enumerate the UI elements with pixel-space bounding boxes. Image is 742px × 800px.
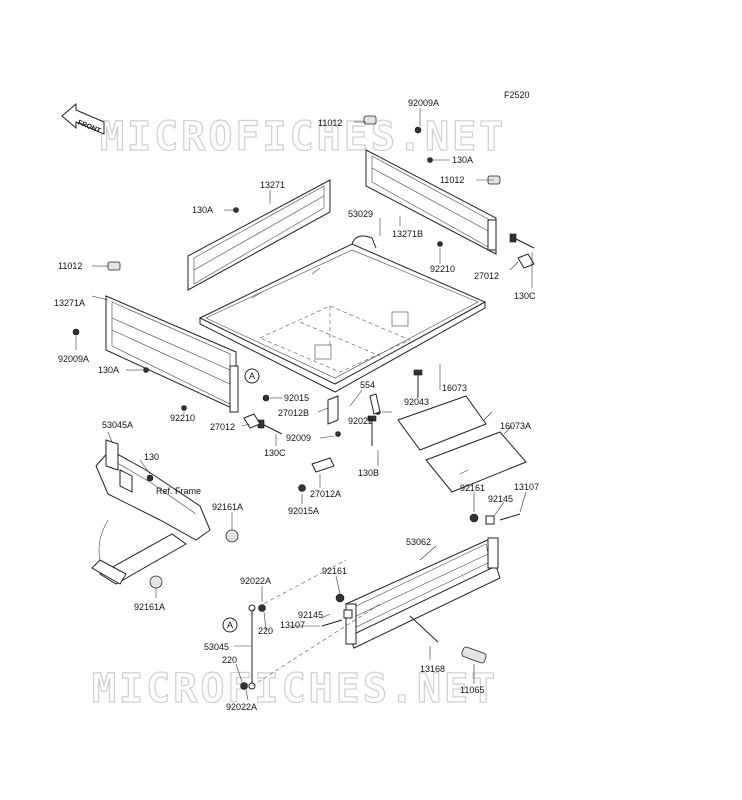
bolt-icon <box>146 474 154 482</box>
part-label: 27012A <box>310 489 341 499</box>
part-label: 13271B <box>392 229 423 239</box>
pin-icon <box>469 513 479 523</box>
nut-icon <box>437 241 443 247</box>
leader-lines <box>75 108 533 701</box>
part-label: 11012 <box>440 175 464 185</box>
part-label: 13271A <box>54 298 85 308</box>
part-label: 130C <box>514 291 536 301</box>
part-label: 92015A <box>288 506 319 516</box>
watermark-bottom: MICROFICHES.NET <box>92 666 498 712</box>
part-label: 13107 <box>280 620 305 630</box>
svg-text:A: A <box>249 371 255 381</box>
part-label: 554 <box>360 380 375 390</box>
part-label: 53045A <box>102 420 133 430</box>
bolt-icon <box>257 419 283 435</box>
part-label: 27012B <box>278 408 309 418</box>
side-panel-right <box>365 149 497 255</box>
bolt-icon <box>413 369 423 398</box>
bracket-icon <box>517 253 535 269</box>
part-label: 92009 <box>286 433 311 443</box>
part-label: 92022 <box>348 416 373 426</box>
cargo-bed-tray <box>198 235 487 393</box>
part-label: 92043 <box>404 397 429 407</box>
bolt-icon <box>427 157 433 163</box>
latch-rod <box>409 615 439 643</box>
handle-grip-icon <box>461 646 487 664</box>
bolt-icon <box>509 233 535 249</box>
diagram-code: F2520 <box>504 90 530 100</box>
part-label: 92015 <box>284 393 309 403</box>
part-label: 13107 <box>514 482 539 492</box>
part-label: 92210 <box>170 413 195 423</box>
part-label: 92009A <box>408 98 439 108</box>
nut-icon <box>414 126 422 134</box>
front-arrow-icon: FRONT <box>61 102 105 135</box>
hook-icon <box>369 393 381 415</box>
part-label: 130A <box>452 155 473 165</box>
bracket-icon <box>327 395 339 425</box>
part-label: 16073 <box>442 383 467 393</box>
part-label: 92161A <box>134 602 165 612</box>
part-label: 92009A <box>58 354 89 364</box>
part-label: 92161 <box>322 566 347 576</box>
rubber-cap-icon <box>225 529 239 543</box>
part-label: 130B <box>358 468 379 478</box>
part-label: 92210 <box>430 264 455 274</box>
part-label: 92022A <box>226 702 257 712</box>
bolt-icon <box>367 415 377 446</box>
bracket-icon <box>243 413 261 429</box>
nut-icon <box>181 405 187 411</box>
nut-icon <box>298 484 306 492</box>
frame-assembly <box>91 439 211 585</box>
part-label: 11012 <box>58 261 82 271</box>
part-label: 11065 <box>460 685 484 695</box>
bolt-icon <box>143 367 149 373</box>
part-label: 130 <box>144 452 159 462</box>
part-label: 53062 <box>406 537 431 547</box>
part-label: 130A <box>192 205 213 215</box>
part-label: 27012 <box>474 271 499 281</box>
watermark-top: MICROFICHES.NET <box>100 114 506 160</box>
part-label: 220 <box>258 626 273 636</box>
pin-icon <box>335 593 345 603</box>
ref-frame-label: Ref. Frame <box>156 486 201 496</box>
cap-icon <box>363 115 377 125</box>
part-label: 92161 <box>460 483 485 493</box>
part-label: 130C <box>264 448 286 458</box>
part-label: 220 <box>222 655 237 665</box>
part-label: 27012 <box>210 422 235 432</box>
callout-a-upper: A <box>244 368 260 384</box>
side-panel-left <box>105 295 239 413</box>
part-label: 92022A <box>240 576 271 586</box>
nut-icon <box>262 394 270 402</box>
bolt-icon <box>335 431 341 437</box>
part-label: 13168 <box>420 664 445 674</box>
part-label: 53045 <box>204 642 229 652</box>
bolt-icon <box>233 207 239 213</box>
part-label: 16073A <box>500 421 531 431</box>
part-label: 130A <box>98 365 119 375</box>
mat-16073 <box>397 395 487 451</box>
rubber-cap-icon <box>149 575 163 589</box>
nut-icon <box>72 328 80 336</box>
part-label: 92161A <box>212 502 243 512</box>
part-labels: 92009A 11012 130A 11012 13271 130A 53029… <box>54 98 539 712</box>
part-label: 53029 <box>348 209 373 219</box>
mat-16073A <box>425 431 527 493</box>
cap-icon <box>107 261 121 271</box>
part-label: 92145 <box>298 610 323 620</box>
part-label: 92145 <box>488 494 513 504</box>
front-panel <box>187 179 331 291</box>
tailgate <box>345 537 501 649</box>
svg-text:A: A <box>227 620 233 630</box>
part-label: 11012 <box>318 118 342 128</box>
callout-a-lower: A <box>222 617 238 633</box>
bracket-icon <box>311 457 335 473</box>
part-label: 13271 <box>260 180 285 190</box>
